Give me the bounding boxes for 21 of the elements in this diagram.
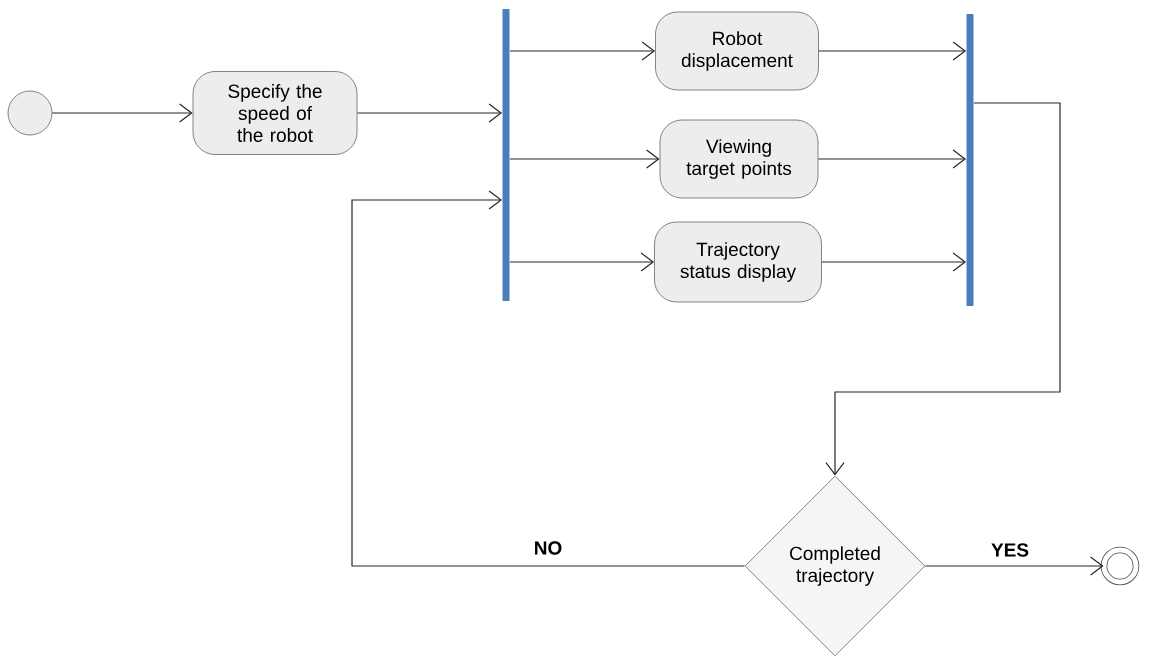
arrow xyxy=(821,252,967,272)
arrow xyxy=(924,556,1104,576)
activity-box: Trajectory status display xyxy=(654,221,822,303)
activity-box: Viewing target points xyxy=(659,119,819,199)
arrow xyxy=(818,41,967,61)
arrow xyxy=(825,102,1061,476)
edge-label: YES xyxy=(989,541,1031,559)
edge-label: NO xyxy=(531,539,565,557)
end-node xyxy=(1100,546,1140,586)
sync-bar xyxy=(966,14,974,306)
arrow xyxy=(509,41,656,61)
arrow xyxy=(351,190,746,567)
activity-box: Specify the speed of the robot xyxy=(192,71,358,155)
activity-box: Robot displacement xyxy=(655,11,819,91)
sync-bar xyxy=(502,9,510,301)
arrow xyxy=(356,103,503,123)
arrow xyxy=(509,149,660,169)
start-node xyxy=(7,90,53,136)
arrow xyxy=(509,252,655,272)
arrow xyxy=(51,103,193,123)
arrow xyxy=(817,149,967,169)
